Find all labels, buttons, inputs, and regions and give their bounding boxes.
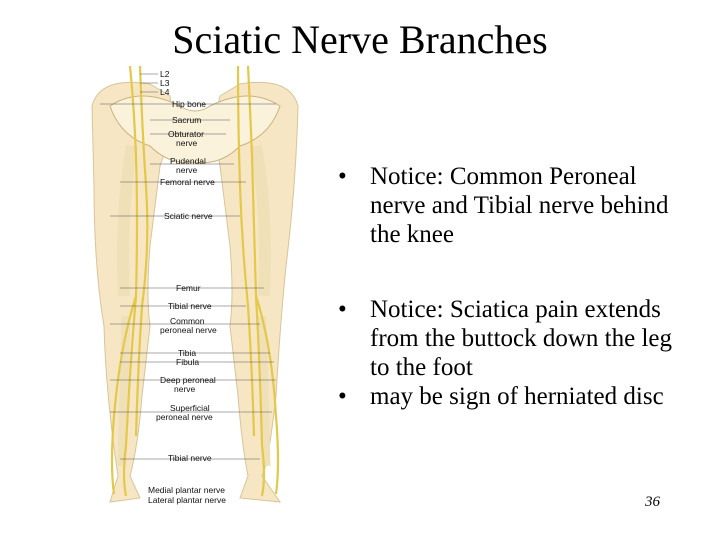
bullet-item: • may be sign of herniated disc [338,382,678,411]
bullet-text: Notice: Sciatica pain extends from the b… [370,296,673,381]
bullet-item: • Notice: Sciatica pain extends from the… [338,295,678,382]
figure-label: Lateral plantar nerve [148,495,226,505]
bullet-item: • Notice: Common Peroneal nerve and Tibi… [338,162,678,249]
figure-label: nerve [174,384,196,394]
figure-label: Tibia [178,348,196,358]
right-leg-silhouette [215,81,299,503]
figure-label: Pudendal [170,156,206,166]
figure-label: peroneal nerve [160,325,217,335]
figure-label: L2 [160,69,170,79]
bullet-text: may be sign of herniated disc [370,383,664,410]
figure-label: L4 [160,87,170,97]
left-femur [117,144,138,297]
figure-label: Deep peroneal [160,375,216,385]
figure-label: nerve [176,138,198,148]
figure-label: Fibula [176,357,199,367]
right-femur [250,144,271,297]
figure-label: Common [170,316,205,326]
figure-label: peroneal nerve [156,412,213,422]
figure-label: Tibial nerve [168,301,212,311]
leg-anatomy-figure: L2 L3 L4 Hip bone Sacrum Obturator nerve… [80,66,310,510]
slide-title: Sciatic Nerve Branches [172,17,548,62]
bullet-marker: • [338,163,347,190]
left-leg-silhouette [91,81,172,503]
bullet-marker: • [338,296,347,323]
figure-label: Sacrum [172,115,201,125]
figure-label: Tibial nerve [168,453,212,463]
figure-label: Sciatic nerve [164,211,213,221]
figure-label: L3 [160,78,170,88]
figure-label: Superficial [170,403,210,413]
figure-label: Femoral nerve [160,177,215,187]
figure-label: nerve [176,165,198,175]
figure-label: Hip bone [172,99,206,109]
leg-anatomy-illustration: L2 L3 L4 Hip bone Sacrum Obturator nerve… [91,66,299,505]
bullet-list: • Notice: Common Peroneal nerve and Tibi… [338,162,678,411]
right-tibia [257,315,271,467]
bullet-marker: • [338,383,347,410]
figure-label: Medial plantar nerve [148,485,225,495]
figure-label: Femur [176,283,201,293]
leader-lines [100,73,276,460]
page-number: 36 [645,494,660,510]
bullet-text: Notice: Common Peroneal nerve and Tibial… [370,163,669,248]
figure-label: Obturator [168,129,204,139]
